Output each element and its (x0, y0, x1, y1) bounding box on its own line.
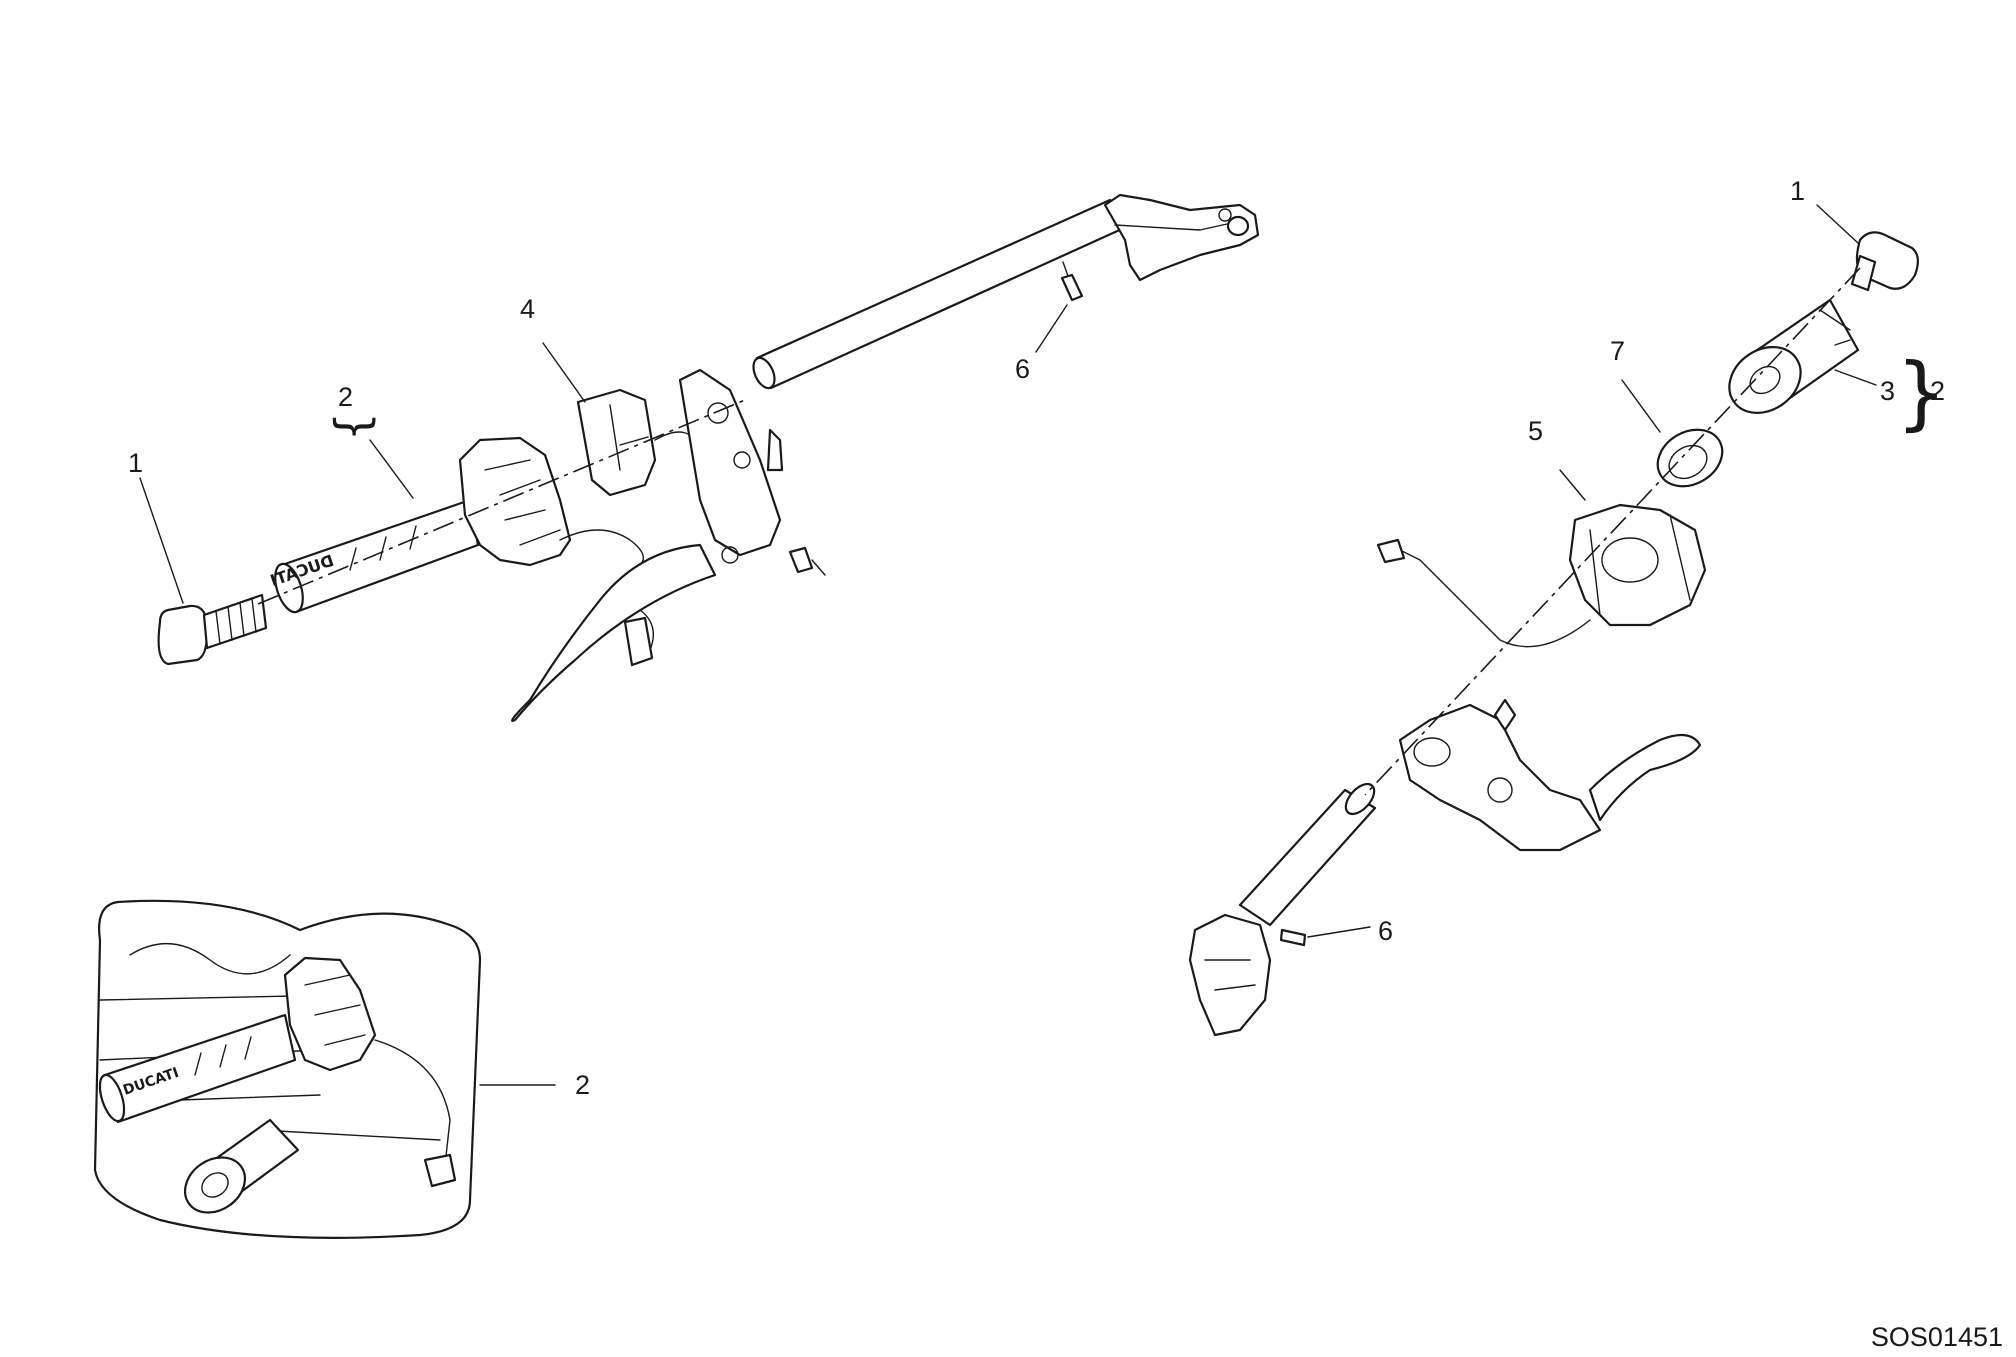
left-assembly-axis (257, 399, 746, 605)
left-switch-cube (542, 342, 701, 497)
left-handlebar-tube (752, 193, 1260, 390)
left-grip-with-switch: DUCATI (268, 436, 644, 614)
left-handlebar-assembly: DUCATI } (139, 193, 1260, 722)
left-bar-end-weight (139, 477, 268, 666)
callout-right-pin: 6 (1378, 916, 1393, 946)
right-throttle-grip (1728, 298, 1877, 414)
right-grip-spacer (1621, 379, 1724, 488)
right-switch-housing (1376, 469, 1707, 648)
callout-left-bar-end: 1 (128, 448, 143, 478)
right-grip-group-brace: } (1896, 346, 1947, 439)
callout-right-switch: 5 (1528, 416, 1543, 446)
callout-detail-grip-group: 2 (575, 1070, 590, 1100)
callout-left-pin: 6 (1015, 354, 1030, 384)
right-pin (1279, 926, 1371, 947)
right-bar-end-weight (1816, 204, 1919, 292)
left-pin (1035, 261, 1084, 353)
right-handlebar-tube (1188, 782, 1377, 1037)
callout-right-grip-group: 2 (1930, 376, 1945, 406)
callout-left-grip-group: 2 (338, 382, 353, 412)
right-assembly-axis (1364, 267, 1861, 796)
detail-inset: DUCATI (93, 899, 556, 1239)
callout-left-switch: 4 (520, 294, 535, 324)
right-master-cylinder (1398, 698, 1702, 852)
callout-right-grip: 3 (1880, 376, 1895, 406)
callout-right-bar-end: 1 (1790, 176, 1805, 206)
drawing-reference-code: SOS01451 (1871, 1322, 2003, 1352)
callout-right-spacer: 7 (1610, 336, 1625, 366)
left-grip-group-brace: } (329, 412, 383, 441)
right-handlebar-assembly: } (1188, 204, 1947, 1037)
